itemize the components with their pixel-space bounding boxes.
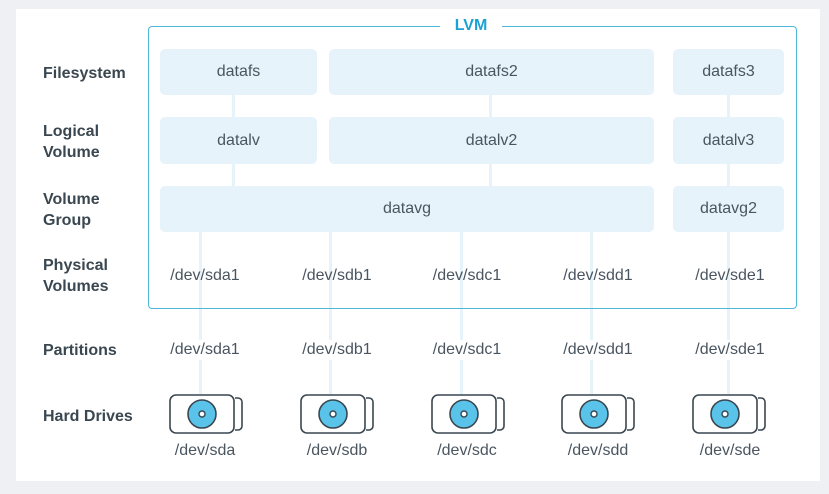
- hard-drive-icon: [561, 394, 635, 434]
- connector-line: [590, 232, 593, 397]
- connector-line: [460, 232, 463, 397]
- partition-label: /dev/sdb1: [272, 340, 402, 360]
- connector-line: [199, 232, 202, 397]
- hard-drive-label: /dev/sdc: [437, 442, 497, 459]
- connector-line: [232, 164, 235, 186]
- connector-line: [489, 95, 492, 117]
- logical-volume-node: datalv: [160, 117, 317, 164]
- row-label-hard-drives: Hard Drives: [43, 408, 133, 425]
- logical-volume-node: datalv2: [329, 117, 654, 164]
- filesystem-node: datafs: [160, 49, 317, 95]
- hard-drive-label: /dev/sde: [699, 442, 761, 459]
- connector-line: [489, 164, 492, 186]
- connector-line: [329, 232, 332, 397]
- volume-group-node: datavg: [160, 186, 654, 232]
- partition-label: /dev/sda1: [140, 340, 270, 360]
- physical-volume-label: /dev/sdc1: [432, 267, 502, 284]
- connector-line: [727, 95, 730, 117]
- hard-drive-icon: [169, 394, 243, 434]
- partition-label: /dev/sdc1: [402, 340, 532, 360]
- physical-volume-label: /dev/sdb1: [302, 267, 372, 284]
- hard-drive-label: /dev/sdb: [306, 442, 368, 459]
- filesystem-node: datafs2: [329, 49, 654, 95]
- connector-line: [232, 95, 235, 117]
- physical-volume-label: /dev/sda1: [170, 267, 240, 284]
- partition-label: /dev/sdd1: [533, 340, 663, 360]
- physical-volume-label: /dev/sdd1: [563, 267, 633, 284]
- connector-line: [727, 232, 730, 397]
- row-label-partitions: Partitions: [43, 342, 117, 359]
- hard-drive-label: /dev/sda: [174, 442, 236, 459]
- logical-volume-node: datalv3: [673, 117, 784, 164]
- volume-group-node: datavg2: [673, 186, 784, 232]
- hard-drive-icon: [300, 394, 374, 434]
- lvm-title: LVM: [440, 16, 502, 36]
- hard-drive-icon: [692, 394, 766, 434]
- filesystem-node: datafs3: [673, 49, 784, 95]
- hard-drive-label: /dev/sdd: [567, 442, 629, 459]
- hard-drive-icon: [431, 394, 505, 434]
- physical-volume-label: /dev/sde1: [695, 267, 765, 284]
- row-label-filesystem: Filesystem: [43, 65, 126, 82]
- partition-label: /dev/sde1: [665, 340, 795, 360]
- connector-line: [727, 164, 730, 186]
